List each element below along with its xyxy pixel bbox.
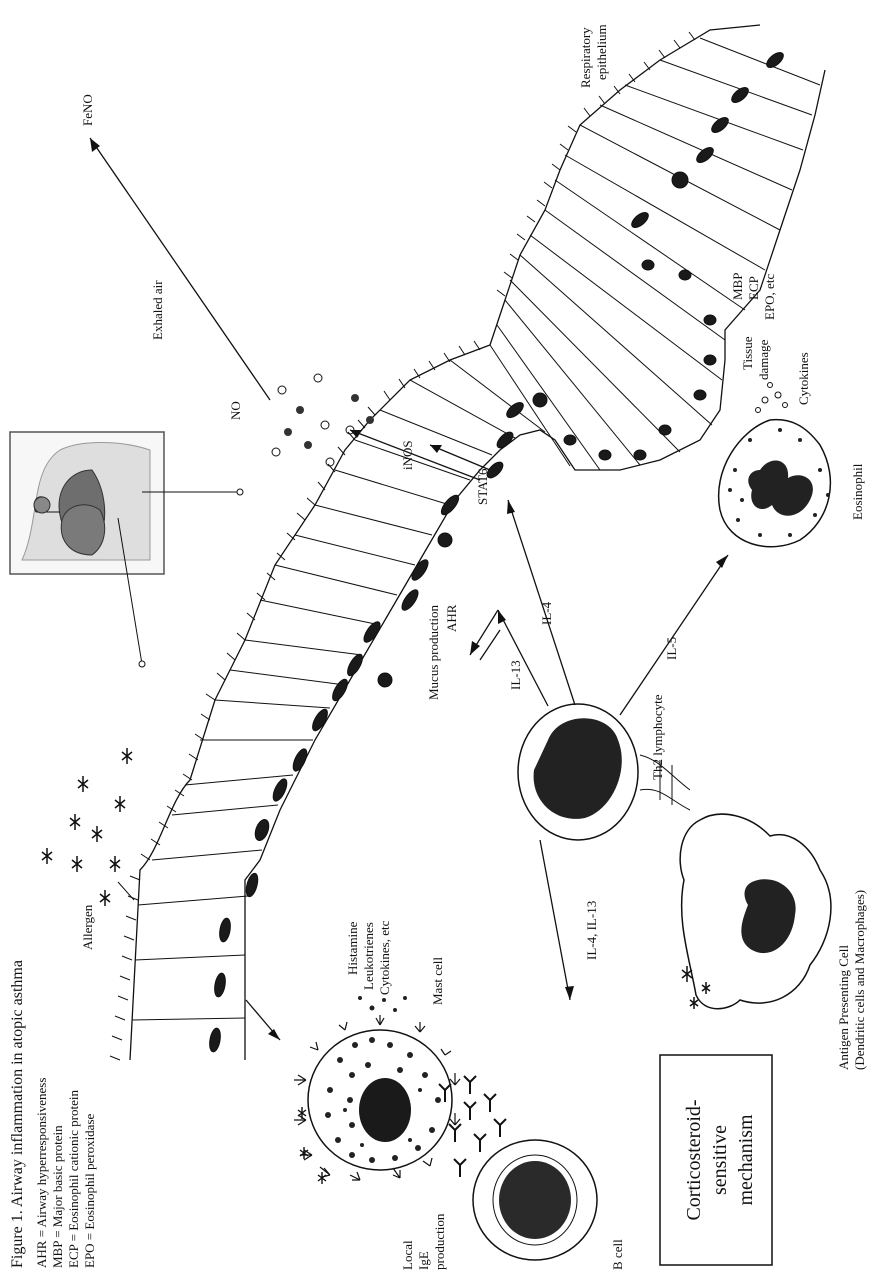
label-mast-cell: Mast cell: [430, 957, 445, 1005]
label-leukotrienes: Leukotrienes: [361, 922, 376, 990]
label-cytokines-etc: Cytokines, etc: [377, 920, 392, 995]
label-no: NO: [228, 401, 243, 420]
label-eosinophil: Eosinophil: [850, 463, 865, 520]
label-mucus-production: Mucus production: [426, 605, 441, 700]
label-cytokines: Cytokines: [796, 352, 811, 405]
label-apc: Antigen Presenting Cell: [836, 945, 851, 1070]
label-epo-etc: EPO, etc: [762, 274, 777, 320]
label-respiratory-epithelium-2: epithelium: [594, 24, 609, 80]
label-ecp: ECP: [746, 276, 761, 300]
figure-legend: Figure 1. Airway inflammation in atopic …: [9, 960, 97, 1268]
allergen-particles: [42, 748, 134, 906]
exhaled-air-arrow: [90, 138, 270, 400]
label-damage: damage: [756, 339, 771, 380]
signal-arrows: [350, 430, 490, 480]
antigen-presenting-cell: [640, 755, 831, 1009]
eosinophil: [719, 383, 831, 547]
label-il5: IL-5: [664, 637, 679, 660]
abbrev-ecp: ECP = Eosinophil cationic protein: [66, 1090, 81, 1268]
label-respiratory-epithelium: Respiratory: [578, 27, 593, 88]
label-inos: iNOS: [400, 440, 415, 470]
corticosteroid-line3: mechanism: [735, 1114, 757, 1206]
label-production: production: [432, 1213, 447, 1270]
b-cell: [473, 1140, 597, 1260]
corticosteroid-line2: sensitive: [709, 1125, 731, 1195]
label-il13: IL-13: [508, 660, 523, 690]
label-histamine: Histamine: [345, 921, 360, 975]
corticosteroid-box: Corticosteroid- sensitive mechanism: [660, 1055, 772, 1265]
label-feno: FeNO: [80, 94, 95, 126]
lungs-icon: [10, 432, 243, 667]
th2-lymphocyte: [518, 704, 638, 840]
label-mbp: MBP: [730, 273, 745, 300]
no-particles: [272, 374, 374, 466]
label-local: Local: [400, 1240, 415, 1270]
mast-cell: [294, 996, 460, 1180]
abbrev-epo: EPO = Eosinophil peroxidase: [82, 1113, 97, 1268]
label-exhaled-air: Exhaled air: [150, 280, 165, 340]
figure-title: Figure 1. Airway inflammation in atopic …: [9, 960, 26, 1268]
corticosteroid-line1: Corticosteroid-: [683, 1099, 705, 1220]
label-ige: IgE: [416, 1251, 431, 1270]
label-il4-il13: IL-4, IL-13: [584, 901, 599, 960]
label-apc-sub: (Dendritic cells and Macrophages): [852, 890, 867, 1070]
label-allergen: Allergen: [80, 904, 95, 950]
abbrev-mbp: MBP = Major basic protein: [50, 1125, 65, 1268]
label-b-cell: B cell: [610, 1239, 625, 1270]
label-tissue: Tissue: [740, 336, 755, 370]
mast-cell-arrow: [246, 1000, 280, 1040]
label-il4: IL-4: [539, 601, 554, 625]
label-stat6: STAT6: [475, 468, 490, 505]
abbrev-ahr: AHR = Airway hyperresponsiveness: [34, 1078, 49, 1268]
label-ahr: AHR: [444, 604, 459, 632]
